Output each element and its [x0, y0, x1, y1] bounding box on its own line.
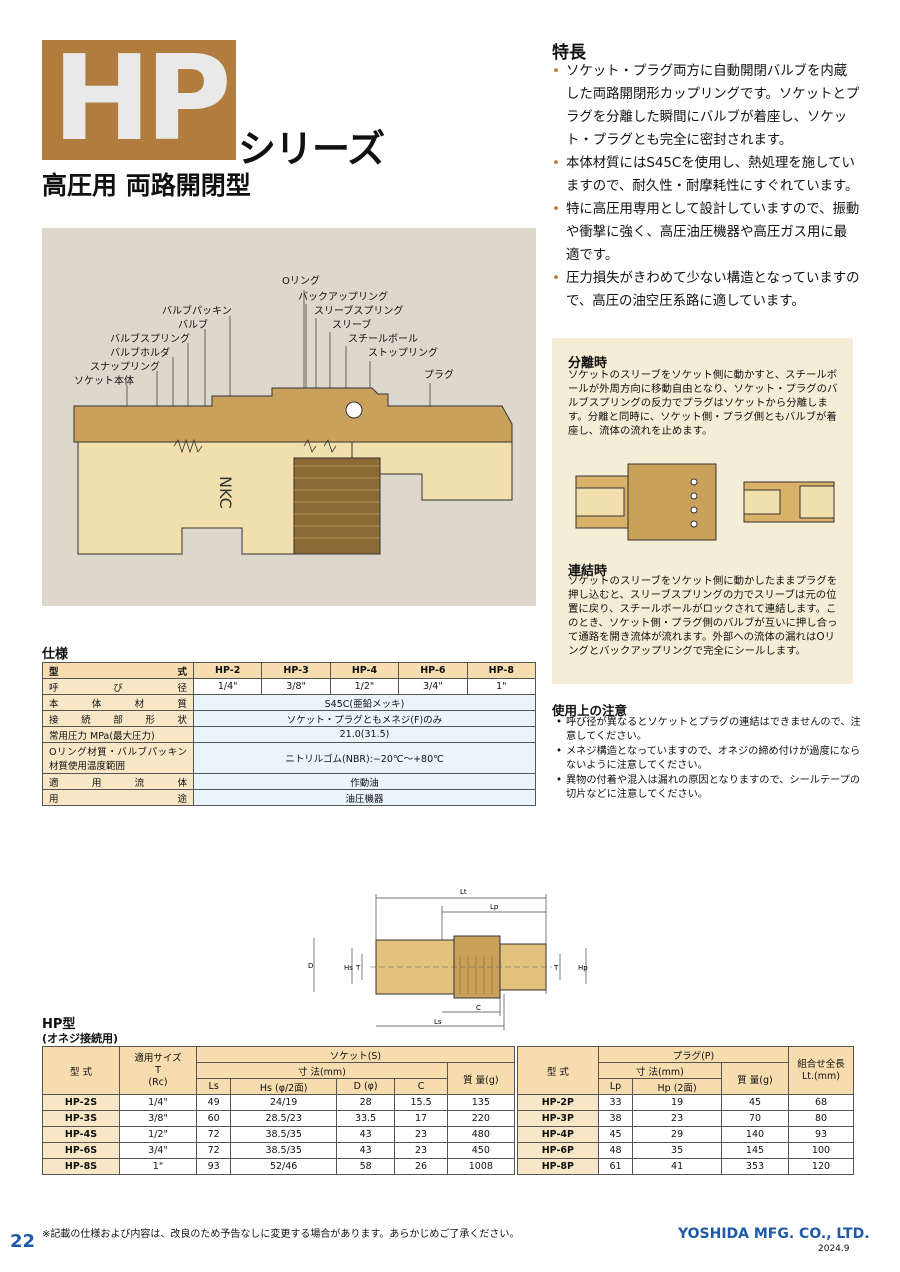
label-backup-ring: バックアップリング	[298, 292, 388, 303]
publication-date: 2024.9	[818, 1244, 850, 1254]
label-valve-packing: バルブパッキン	[162, 306, 232, 317]
dim-label-lp: Lp	[490, 903, 499, 911]
coupling-cross-section-illustration: NKC	[73, 290, 513, 555]
note-item: •呼び径が異なるとソケットとプラグの連結はできませんので、注意してください。	[556, 717, 861, 743]
dim-label-hs: Hs	[344, 964, 353, 972]
bullet-icon: •	[552, 156, 560, 171]
separation-text: ソケットのスリーブをソケット側に動かすと、スチールボールが外周方向に移動自由とな…	[568, 369, 838, 437]
table-row: 適用流体 作動油	[42, 773, 536, 790]
features-list: •ソケット・プラグ両方に自動開閉バルブを内蔵した両路開閉形カップリングです。ソケ…	[552, 60, 860, 313]
dim-label-c: C	[476, 1004, 481, 1012]
page-subtitle: 高圧用 両路開閉型	[42, 171, 251, 200]
spec-table: 型式 HP-2 HP-3 HP-4 HP-6 HP-8 呼び径 1/4" 3/8…	[42, 662, 537, 806]
bullet-icon: •	[556, 774, 563, 786]
dim-label-t-right: T	[553, 964, 559, 972]
feature-item: •ソケット・プラグ両方に自動開閉バルブを内蔵した両路開閉形カップリングです。ソケ…	[552, 60, 860, 152]
bullet-icon: •	[552, 271, 560, 286]
label-sleeve-spring: スリーブスプリング	[314, 306, 404, 317]
label-plug: プラグ	[424, 370, 454, 381]
table-row: 型式 HP-2 HP-3 HP-4 HP-6 HP-8	[42, 662, 537, 679]
dimension-drawing: Lt Lp D Hs T T Hp C Ls	[308, 888, 588, 1030]
page-number: 22	[10, 1231, 36, 1252]
company-name: YOSHIDA MFG. CO., LTD.	[678, 1226, 870, 1242]
cross-section-panel: NKC Oリング バックアップリング スリーブスプリング バルブパッキン スリー…	[42, 228, 536, 606]
spec-title: 仕様	[42, 647, 69, 662]
table-row: 常用圧力 MPa(最大圧力) 21.0(31.5)	[42, 726, 536, 743]
dimension-table-subtitle: (オネジ接続用)	[42, 1032, 119, 1045]
footnote: ※記載の仕様および内容は、改良のため予告なしに変更する場合があります。あらかじめ…	[42, 1229, 520, 1240]
logo-background	[42, 40, 236, 160]
table-row: 型 式 適用サイズ T (Rc) ソケット(S) 型 式 プラグ(P) 組合せ全…	[42, 1046, 854, 1175]
feature-item: •本体材質にはS45Cを使用し、熱処理を施していますので、耐久性・耐摩耗性にすぐ…	[552, 152, 860, 198]
connection-text: ソケットのスリーブをソケット側に動かしたままプラグを押し込むと、スリーブスプリン…	[568, 575, 838, 657]
dim-label-lt: Lt	[460, 888, 467, 896]
label-socket-body: ソケット本体	[74, 376, 134, 387]
table-row: 寸 法(mm) 質 量(g) 寸 法(mm) 質 量(g)	[43, 1062, 854, 1095]
separation-title: 分離時	[568, 356, 608, 371]
features-title: 特長	[552, 43, 586, 63]
note-item: •異物の付着や混入は漏れの原因となりますので、シールテープの切片などに注意してく…	[556, 774, 861, 801]
dim-label-ls: Ls	[434, 1018, 442, 1026]
series-label: シリーズ	[238, 127, 385, 171]
label-snap-ring: スナップリング	[90, 362, 160, 373]
bullet-icon: •	[552, 202, 560, 217]
table-row: 接続部形状 ソケット・プラグともメネジ(F)のみ	[42, 710, 536, 727]
feature-item: •圧力損失がきわめて少ない構造となっていますので、高圧の油空圧系路に適しています…	[552, 267, 860, 313]
bullet-icon: •	[556, 745, 563, 757]
bullet-icon: •	[552, 64, 560, 79]
label-o-ring: Oリング	[282, 276, 320, 287]
dim-label-hp: Hp	[578, 964, 588, 972]
notes-list: •呼び径が異なるとソケットとプラグの連結はできませんので、注意してください。 •…	[556, 716, 861, 802]
dim-label-d: D	[308, 962, 313, 970]
operation-panel: 分離時 ソケットのスリーブをソケット側に動かすと、スチールボールが外周方向に移動…	[552, 338, 853, 684]
notes-title: 使用上の注意	[552, 703, 628, 718]
separated-coupling-illustration	[575, 463, 835, 541]
table-row: 呼び径 1/4" 3/8" 1/2" 3/4" 1"	[42, 678, 537, 695]
label-valve-spring: バルブスプリング	[110, 334, 190, 345]
bullet-icon: •	[556, 717, 563, 728]
label-steel-ball: スチールボール	[348, 334, 418, 345]
table-row: 用途 油圧機器	[42, 789, 536, 806]
dimension-table-title: HP型	[42, 1017, 76, 1032]
dim-label-t-left: T	[355, 964, 361, 972]
table-row: Oリング材質・バルブパッキン材質使用温度範囲 ニトリルゴム(NBR):−20℃〜…	[42, 742, 536, 774]
note-item: •メネジ構造となっていますので、オネジの締め付けが過度にならないように注意してく…	[556, 745, 861, 772]
connection-title: 連結時	[568, 564, 608, 579]
feature-item: •特に高圧用専用として設計していますので、振動や衝撃に強く、高圧油圧機器や高圧ガ…	[552, 198, 860, 267]
label-valve-holder: バルブホルダ	[110, 348, 170, 359]
series-logo: HP	[52, 29, 231, 167]
dimension-table: 型 式 適用サイズ T (Rc) ソケット(S) 型 式 プラグ(P) 組合せ全…	[42, 1046, 854, 1175]
body-mark: NKC	[216, 476, 235, 509]
label-sleeve: スリーブ	[332, 320, 372, 331]
label-stop-ring: ストップリング	[368, 348, 438, 359]
label-valve: バルブ	[178, 320, 208, 331]
table-row: 本体材質 S45C(亜鉛メッキ)	[42, 694, 536, 711]
